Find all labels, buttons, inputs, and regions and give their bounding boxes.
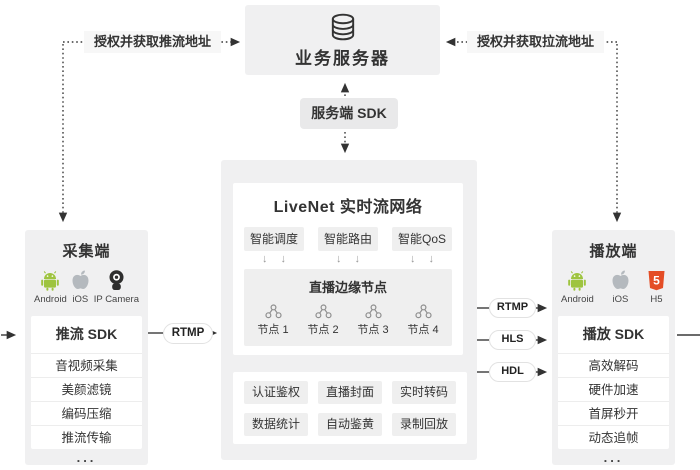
- smart-modules-row: 智能调度 智能路由 智能QoS: [233, 227, 463, 251]
- service-item: 数据统计: [244, 413, 308, 436]
- sdk-feature-item: 编码压缩: [31, 401, 142, 425]
- sdk-feature-item: 动态追帧: [558, 425, 669, 449]
- service-item: 实时转码: [392, 381, 456, 404]
- svg-text:5: 5: [653, 274, 660, 288]
- node-item: 节点 1: [257, 304, 289, 337]
- node-cluster-icon: [414, 304, 432, 319]
- node-item: 节点 3: [357, 304, 389, 337]
- android-icon: [567, 270, 587, 291]
- database-icon: [328, 12, 358, 42]
- platform-label: iOS: [612, 294, 629, 305]
- push-sdk-box: 推流 SDK 音视频采集 美颜滤镜 编码压缩 推流传输: [31, 316, 142, 449]
- down-arrow-icon: ↓: [354, 253, 361, 265]
- flow-arrow-group: ↓ ↓: [318, 252, 378, 267]
- capture-platforms-row: Android iOS: [25, 270, 148, 305]
- edge-nodes-title: 直播边缘节点: [308, 280, 387, 295]
- service-item: 自动鉴黄: [318, 413, 382, 436]
- down-arrow-icon: ↓: [428, 253, 435, 265]
- sdk-feature-item: 高效解码: [558, 353, 669, 377]
- node-cluster-icon: [364, 304, 382, 319]
- sdk-feature-item: 硬件加速: [558, 377, 669, 401]
- h5-icon: 5: [647, 270, 666, 291]
- platform-label: Android: [561, 294, 594, 305]
- sdk-feature-item: 推流传输: [31, 425, 142, 449]
- down-arrow-icon: ↓: [280, 253, 287, 265]
- platform-ios: iOS: [611, 270, 630, 305]
- sdk-feature-item: 首屏秒开: [558, 401, 669, 425]
- node-label: 节点 4: [407, 324, 439, 336]
- flow-arrow-group: ↓ ↓: [244, 252, 304, 267]
- node-cluster-icon: [314, 304, 332, 319]
- node-label: 节点 2: [307, 324, 339, 336]
- platform-label: iOS: [72, 294, 89, 305]
- push-sdk-title: 推流 SDK: [55, 326, 118, 342]
- protocol-pill-hls: HLS: [489, 330, 536, 350]
- service-item: 认证鉴权: [244, 381, 308, 404]
- apple-icon: [611, 270, 630, 291]
- platform-label: IP Camera: [93, 294, 139, 305]
- sdk-feature-item: 音视频采集: [31, 353, 142, 377]
- platform-h5: 5 H5: [647, 270, 666, 305]
- playback-title: 播放端: [589, 243, 638, 260]
- node-label: 节点 1: [257, 324, 289, 336]
- platform-android: Android: [561, 270, 594, 305]
- down-arrow-icon: ↓: [336, 253, 342, 265]
- smart-module-routing: 智能路由: [318, 227, 378, 251]
- business-server-title: 业务服务器: [295, 48, 390, 68]
- platform-ip-camera: IP Camera: [94, 270, 139, 305]
- protocol-pill-rtmp-push: RTMP: [163, 323, 213, 344]
- smart-module-qos: 智能QoS: [392, 227, 452, 251]
- playback-more-ellipsis: ...: [603, 450, 624, 465]
- android-icon: [40, 270, 60, 291]
- node-item: 节点 4: [407, 304, 439, 337]
- sdk-feature-item: 美颜滤镜: [31, 377, 142, 401]
- capture-more-ellipsis: ...: [76, 450, 97, 465]
- down-arrow-icon: ↓: [262, 253, 268, 265]
- protocol-pill-hdl: HDL: [489, 362, 536, 382]
- flow-arrow-group: ↓ ↓: [392, 252, 452, 267]
- down-arrow-icon: ↓: [410, 253, 416, 265]
- livenet-core-panel: LiveNet 实时流网络 智能调度 智能路由 智能QoS ↓ ↓ ↓ ↓ ↓ …: [233, 183, 463, 355]
- pull-auth-label: 授权并获取拉流地址: [467, 31, 605, 53]
- flow-arrows-row: ↓ ↓ ↓ ↓ ↓ ↓: [233, 252, 463, 267]
- platform-label: H5: [650, 294, 663, 305]
- server-sdk-box: 服务端 SDK: [300, 98, 398, 129]
- smart-module-scheduling: 智能调度: [244, 227, 304, 251]
- player-sdk-title: 播放 SDK: [582, 326, 645, 342]
- node-item: 节点 2: [307, 304, 339, 337]
- service-item: 录制回放: [392, 413, 456, 436]
- nodes-row: 节点 1 节点 2: [244, 304, 452, 337]
- service-item: 直播封面: [318, 381, 382, 404]
- node-label: 节点 3: [357, 324, 389, 336]
- ip-camera-icon: [108, 270, 125, 291]
- protocol-pill-rtmp-pull: RTMP: [489, 298, 536, 318]
- business-server-box: 业务服务器: [245, 5, 440, 75]
- apple-icon: [71, 270, 90, 291]
- platform-label: Android: [34, 294, 67, 305]
- push-auth-label: 授权并获取推流地址: [84, 31, 222, 53]
- platform-ios: iOS: [71, 270, 90, 305]
- livenet-box: LiveNet 实时流网络 智能调度 智能路由 智能QoS ↓ ↓ ↓ ↓ ↓ …: [221, 160, 477, 460]
- livenet-services-panel: 认证鉴权 直播封面 实时转码 数据统计 自动鉴黄 录制回放: [233, 372, 467, 444]
- playback-platforms-row: Android iOS 5 H5: [552, 270, 675, 305]
- capture-title: 采集端: [62, 243, 111, 260]
- livenet-title: LiveNet 实时流网络: [273, 199, 423, 216]
- player-sdk-box: 播放 SDK 高效解码 硬件加速 首屏秒开 动态追帧: [558, 316, 669, 449]
- playback-client-box: 播放端: [552, 230, 675, 465]
- platform-android: Android: [34, 270, 67, 305]
- edge-nodes-box: 直播边缘节点 节点 1: [244, 269, 452, 346]
- capture-client-box: 采集端: [25, 230, 148, 465]
- node-cluster-icon: [264, 304, 282, 319]
